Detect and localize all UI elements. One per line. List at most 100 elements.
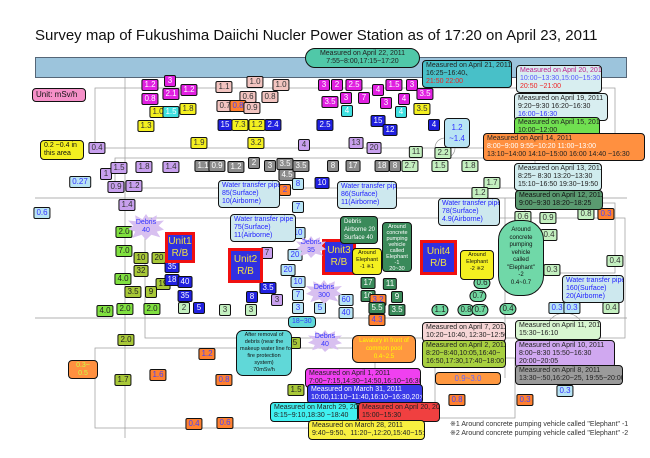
callout-line: 0.4~0.7 bbox=[510, 279, 532, 286]
measurement-date: Measured on April 20, 2011 bbox=[362, 404, 440, 411]
dose-marker: 0.3 bbox=[516, 394, 534, 406]
callout-line: "Elephant" bbox=[507, 264, 535, 271]
dose-marker: 1.1 bbox=[431, 304, 449, 316]
dose-marker: 3.5 bbox=[413, 103, 431, 115]
dose-marker: 0.8 bbox=[141, 93, 159, 105]
dose-marker: 15 bbox=[217, 119, 233, 131]
measurement-times: 15:30~16:10 bbox=[519, 330, 559, 337]
footnote: ※1 Around concrete pumping vehicle calle… bbox=[450, 421, 629, 428]
dose-marker: 0.9 bbox=[107, 181, 125, 193]
measurement-date: Measured on April 19, 2011 bbox=[518, 95, 604, 102]
measurement-times: 10:00~12:00 bbox=[518, 127, 558, 134]
dose-marker: 12 bbox=[382, 124, 398, 136]
unit-label: Unit4 bbox=[426, 245, 451, 257]
dose-marker: 3 bbox=[271, 294, 283, 306]
dose-marker: 0.4 bbox=[185, 418, 203, 430]
pipe-airborne: 11(Airborne) bbox=[234, 232, 273, 239]
dose-marker: 4.3 bbox=[368, 314, 386, 326]
dose-marker: 8 bbox=[246, 291, 258, 303]
dose-marker: 2 bbox=[279, 184, 291, 196]
dose-marker: 3.5 bbox=[124, 286, 142, 298]
measurement-date: Measured on March 28, 2011 bbox=[312, 422, 403, 429]
dose-marker: 2 bbox=[178, 302, 190, 314]
callout-line: Elephant bbox=[466, 259, 488, 265]
dose-marker: 1.5 bbox=[431, 160, 449, 172]
dose-marker: 40 bbox=[177, 276, 193, 288]
dose-marker: 0.4 bbox=[88, 142, 106, 154]
dose-marker: 2.0 bbox=[116, 303, 134, 315]
dose-marker: 7.3 bbox=[231, 119, 249, 131]
dose-marker: 2.1 bbox=[162, 88, 180, 100]
callout-line: Surface 40 bbox=[344, 235, 374, 241]
pipe-airborne: 10(Airborne) bbox=[222, 198, 261, 205]
callout-line: Airborne 20 bbox=[344, 227, 376, 233]
dose-marker: 4 bbox=[298, 139, 310, 151]
debris-label: Debris bbox=[300, 239, 322, 246]
dose-marker: 8 bbox=[327, 160, 339, 172]
callout-line: vehicle bbox=[388, 242, 406, 248]
dose-marker: 1.1 bbox=[215, 81, 233, 93]
callout-line: called bbox=[389, 248, 405, 254]
measurement-times: 15:00~15:30 bbox=[362, 412, 402, 419]
dose-marker: 7 bbox=[292, 289, 304, 301]
dose-marker: 20 bbox=[280, 264, 296, 276]
dose-marker: 4 bbox=[428, 119, 440, 131]
dose-marker: 0.3 bbox=[563, 302, 581, 314]
callout-line: After removal of bbox=[244, 332, 284, 338]
callout-line: Around bbox=[388, 224, 406, 230]
dose-marker: 0.8 bbox=[261, 91, 279, 103]
dose-marker: 3.5 bbox=[292, 160, 310, 172]
debris-value: 300 bbox=[318, 292, 330, 299]
callout-line: common pool bbox=[365, 346, 403, 352]
dose-marker: 7 bbox=[261, 247, 273, 259]
callout-line: pumping bbox=[509, 242, 533, 248]
pipe-title: Water transfer pipe bbox=[341, 183, 397, 190]
dose-marker: 0.9 bbox=[208, 160, 226, 172]
dose-marker: 1.4 bbox=[118, 199, 136, 211]
dose-marker: 5 bbox=[314, 302, 326, 314]
callout-line: Around bbox=[511, 227, 531, 233]
dose-marker: 10 bbox=[133, 252, 149, 264]
measurement-times: 16:25~16:40、 bbox=[426, 70, 473, 77]
measurement-times: 9:40~9:50、11:20~,12:20,15:40~15:50 bbox=[312, 430, 425, 437]
dose-marker: 1.3 bbox=[137, 120, 155, 132]
dose-marker: 1.2 bbox=[141, 79, 159, 91]
map-title: Survey map of Fukushima Daiichi Nucler P… bbox=[35, 27, 598, 44]
dose-marker: 1.2 bbox=[248, 119, 266, 131]
dose-marker: 3 bbox=[318, 79, 330, 91]
dose-marker: 3 bbox=[380, 97, 392, 109]
dose-marker: 4.5 bbox=[278, 169, 296, 181]
dose-marker: 3.5 bbox=[416, 88, 434, 100]
callout-line: fire protection bbox=[247, 353, 281, 359]
measurement-date: Measured on April 2, 2011 bbox=[426, 342, 506, 349]
debris-label: Debris bbox=[314, 333, 336, 340]
callout-line: Lavatory in front of bbox=[359, 338, 409, 344]
measurement-times: 7:00~7:15,14:30~14:50,16:10~16:30 bbox=[309, 378, 421, 385]
pipe-surface: 75(Surface) bbox=[234, 224, 271, 231]
dose-marker: 35 bbox=[164, 261, 180, 273]
measurement-times: 8:15~9:10,18:30 ~18:40 bbox=[274, 412, 349, 419]
callout-line: -2 bbox=[518, 272, 524, 278]
measurement-times: 7:55~8:00,17:15~17:20 bbox=[326, 58, 399, 65]
dose-marker: 0.6 bbox=[216, 417, 234, 429]
dose-marker: 4 bbox=[395, 106, 407, 118]
dose-marker: 3.2 bbox=[247, 137, 265, 149]
unit-label: Unit2 bbox=[233, 253, 258, 265]
dose-marker: 0.8 bbox=[229, 100, 247, 112]
dose-marker: 9 bbox=[145, 286, 157, 298]
measurement-date: Measured on March 29, 2011 bbox=[274, 404, 358, 411]
dose-marker: 20 bbox=[366, 142, 382, 154]
debris-value: 40 bbox=[321, 341, 329, 348]
